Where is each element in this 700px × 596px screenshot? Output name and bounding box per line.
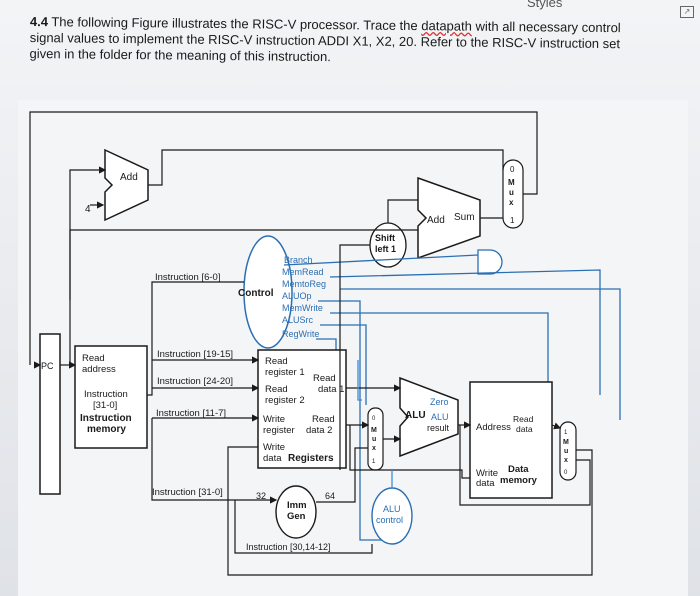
reg-write-a: Write xyxy=(263,414,285,425)
reg-write-b: register xyxy=(263,425,295,436)
control-label: Control xyxy=(238,288,274,299)
pc-source-mux: 0 M u x 1 xyxy=(502,159,524,229)
branch-adder: Add Sum xyxy=(417,176,481,260)
memtoreg-mux-u: u xyxy=(564,448,568,455)
datapath-wires xyxy=(29,111,593,576)
imm-label-b: Gen xyxy=(287,511,306,522)
alu-control: ALU control xyxy=(371,487,413,545)
instr-19-15: Instruction [19-15] xyxy=(157,349,233,360)
shift-label-1: Shift xyxy=(375,233,395,243)
reg-wdata-a: Write xyxy=(263,442,285,453)
imem-bits-label: [31-0] xyxy=(93,400,117,411)
alu: ALU Zero ALU result xyxy=(399,376,459,458)
dmem-name-b: memory xyxy=(500,475,538,486)
alusrc-mux-one: 1 xyxy=(372,459,376,465)
control-wires xyxy=(283,254,621,541)
instr-31-0: Instruction [31-0] xyxy=(152,487,223,498)
imm-gen: Imm Gen 32 64 xyxy=(256,485,335,539)
pc-mux-x: x xyxy=(509,198,514,207)
styles-label[interactable]: Styles xyxy=(527,0,563,10)
reg-data2-b: data 2 xyxy=(306,425,332,436)
branch-adder-label: Add xyxy=(427,215,445,226)
reg-wdata-b: data xyxy=(263,453,282,464)
dmem-address-label: Address xyxy=(476,422,511,433)
pc-mux-m: M xyxy=(508,178,515,187)
constant-four: 4 xyxy=(85,204,91,215)
pc-mux-u: u xyxy=(509,188,514,197)
signal-regwrite: RegWrite xyxy=(282,329,319,339)
shift-label-2: left 1 xyxy=(375,244,396,254)
reg-data1-b: data 1 xyxy=(318,384,344,395)
alusrc-mux-m: M xyxy=(371,427,377,434)
branch-and-gate xyxy=(477,249,503,275)
memtoreg-mux: 1 M u x 0 xyxy=(559,421,577,481)
imem-name-1: Instruction xyxy=(80,413,132,424)
imem-instruction-label: Instruction xyxy=(84,389,128,400)
instruction-memory: Read address Instruction [31-0] Instruct… xyxy=(74,345,148,449)
zero-label: Zero xyxy=(430,397,449,407)
alu-label: ALU xyxy=(405,410,426,421)
memtoreg-mux-one: 1 xyxy=(564,430,568,436)
pc-label: PC xyxy=(41,361,54,371)
dmem-write-b: data xyxy=(476,478,495,489)
reg-read1-a: Read xyxy=(265,356,288,367)
control-unit: Control xyxy=(238,235,293,349)
signal-memtoreg: MemtoReg xyxy=(282,279,326,289)
memtoreg-mux-x: x xyxy=(564,457,568,464)
data-memory: Address Read data Write data Data memory xyxy=(469,381,553,499)
alu-result-a: ALU xyxy=(431,412,449,422)
alu-result-b: result xyxy=(427,423,450,433)
reg-read2-b: register 2 xyxy=(265,395,305,406)
instr-6-0: Instruction [6-0] xyxy=(155,272,220,283)
pc-register: PC xyxy=(39,333,61,495)
pc-mux-one: 1 xyxy=(510,216,515,225)
memtoreg-mux-m: M xyxy=(563,439,569,446)
dmem-name-a: Data xyxy=(508,464,529,475)
reg-read1-b: register 1 xyxy=(265,367,305,378)
imm-bits-64: 64 xyxy=(325,491,335,501)
reg-data1-a: Read xyxy=(313,373,336,384)
imem-name-2: memory xyxy=(87,424,126,435)
signal-memwrite: MemWrite xyxy=(282,303,323,313)
memtoreg-mux-zero: 0 xyxy=(564,470,568,476)
imm-label-a: Imm xyxy=(287,500,307,511)
sum-label: Sum xyxy=(454,212,475,223)
signal-alusrc: ALUSrc xyxy=(282,315,314,325)
alusrc-mux-zero: 0 xyxy=(372,416,376,422)
imem-address-label: address xyxy=(82,364,116,375)
pc-mux-zero: 0 xyxy=(510,165,515,174)
adder-label: Add xyxy=(120,172,138,183)
instr-11-7: Instruction [11-7] xyxy=(156,408,226,419)
register-file: Read register 1 Read register 2 Write re… xyxy=(257,349,347,469)
alusrc-mux-u: u xyxy=(372,436,376,443)
alu-ctrl-a: ALU xyxy=(383,504,401,514)
expand-icon[interactable]: ↗ xyxy=(680,6,694,18)
dmem-read-b: data xyxy=(516,424,533,434)
registers-label: Registers xyxy=(288,453,334,464)
reg-data2-a: Read xyxy=(312,414,335,425)
alu-src-mux: 0 M u x 1 xyxy=(367,407,384,471)
dmem-read-a: Read xyxy=(513,414,534,424)
highlighted-path xyxy=(357,360,393,488)
signal-branch: Branch xyxy=(284,255,313,265)
signal-memread: MemRead xyxy=(282,267,324,277)
imm-bits-32: 32 xyxy=(256,491,266,501)
alusrc-mux-x: x xyxy=(372,445,376,452)
pc-adder: Add 4 xyxy=(85,148,149,222)
dmem-write-a: Write xyxy=(476,468,498,479)
instr-30-14-12: Instruction [30,14-12] xyxy=(246,542,331,552)
reg-read2-a: Read xyxy=(265,384,288,395)
instr-24-20: Instruction [24-20] xyxy=(157,376,233,387)
imem-read-label: Read xyxy=(82,353,105,364)
alu-ctrl-b: control xyxy=(376,515,403,525)
instruction-field-labels: Instruction [6-0] Instruction [19-15] In… xyxy=(152,272,331,552)
signal-aluop: ALUOp xyxy=(282,291,312,301)
control-signals: Branch MemRead MemtoReg ALUOp MemWrite A… xyxy=(282,255,326,339)
